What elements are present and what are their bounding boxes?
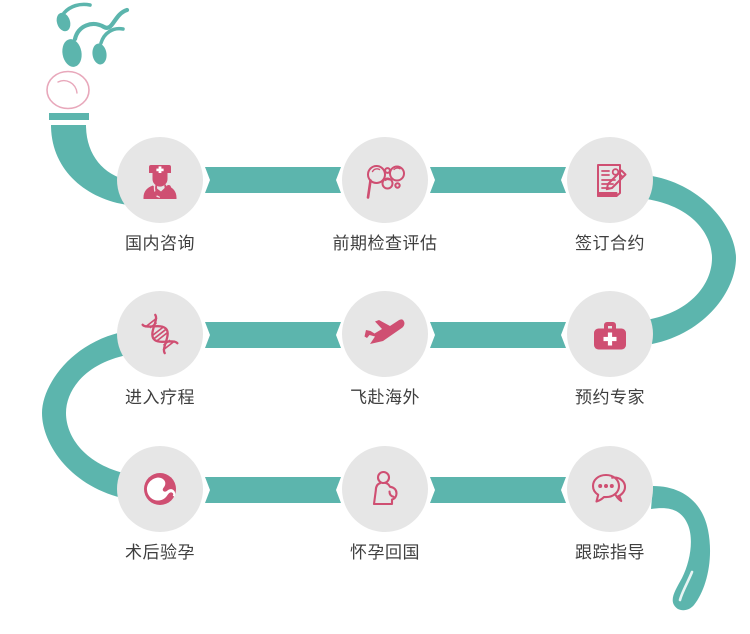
sperm-group	[56, 2, 130, 67]
step-label-5: 飞赴海外	[350, 388, 420, 407]
intro-bar	[49, 113, 89, 120]
connector-arc-left	[42, 331, 133, 499]
medical-bag-icon	[594, 322, 626, 350]
step-node-7[interactable]: 术后验孕	[117, 446, 203, 562]
sperm-cell-2	[62, 7, 130, 67]
step-label-2: 前期检查评估	[332, 234, 438, 253]
step-icon-circle-7	[117, 446, 203, 532]
step-icon-circle-5	[342, 291, 428, 377]
step-icon-circle-4	[117, 291, 203, 377]
connector-tail-curve	[651, 486, 711, 611]
contract-pen-icon	[597, 164, 627, 197]
step-node-3[interactable]: 签订合约	[567, 137, 653, 253]
step-node-1[interactable]: 国内咨询	[117, 137, 203, 253]
step-label-9: 跟踪指导	[575, 543, 645, 562]
microscope-cells-icon	[366, 165, 405, 199]
embryo-icon	[144, 473, 176, 505]
pregnant-woman-icon	[372, 470, 398, 506]
step-icon-circle-1	[117, 137, 203, 223]
sperm-cell-3	[92, 26, 125, 65]
step-icon-circle-8	[342, 446, 428, 532]
airplane-icon	[364, 319, 405, 344]
step-label-3: 签订合约	[575, 234, 645, 253]
chat-bubbles-icon	[591, 473, 627, 503]
doctor-icon	[143, 165, 177, 199]
step-icon-circle-6	[567, 291, 653, 377]
step-node-9[interactable]: 跟踪指导	[567, 446, 653, 562]
step-label-6: 预约专家	[575, 388, 645, 407]
connector-bar-3	[205, 322, 341, 348]
connector-bar-2	[430, 167, 566, 193]
tail-highlight	[678, 570, 694, 602]
sperm-cell-1	[56, 2, 92, 32]
connector-bar-1	[205, 167, 341, 193]
step-node-6[interactable]: 预约专家	[567, 291, 653, 407]
connector-bar-5	[205, 477, 341, 503]
step-icon-circle-9	[567, 446, 653, 532]
step-label-8: 怀孕回国	[350, 543, 420, 562]
dna-icon	[141, 313, 179, 355]
step-node-8[interactable]: 怀孕回国	[342, 446, 428, 562]
step-label-4: 进入疗程	[125, 388, 195, 407]
step-node-2[interactable]: 前期检查评估	[333, 137, 437, 253]
step-icon-circle-3	[567, 137, 653, 223]
egg-cell-icon	[46, 70, 90, 110]
connector-bar-4	[430, 322, 566, 348]
step-node-4[interactable]: 进入疗程	[117, 291, 203, 407]
step-node-5[interactable]: 飞赴海外	[342, 291, 428, 407]
connector-arc-right	[646, 176, 736, 344]
step-icon-circle-2	[342, 137, 428, 223]
connector-bar-6	[430, 477, 566, 503]
step-label-1: 国内咨询	[125, 234, 195, 253]
step-label-7: 术后验孕	[125, 543, 195, 562]
